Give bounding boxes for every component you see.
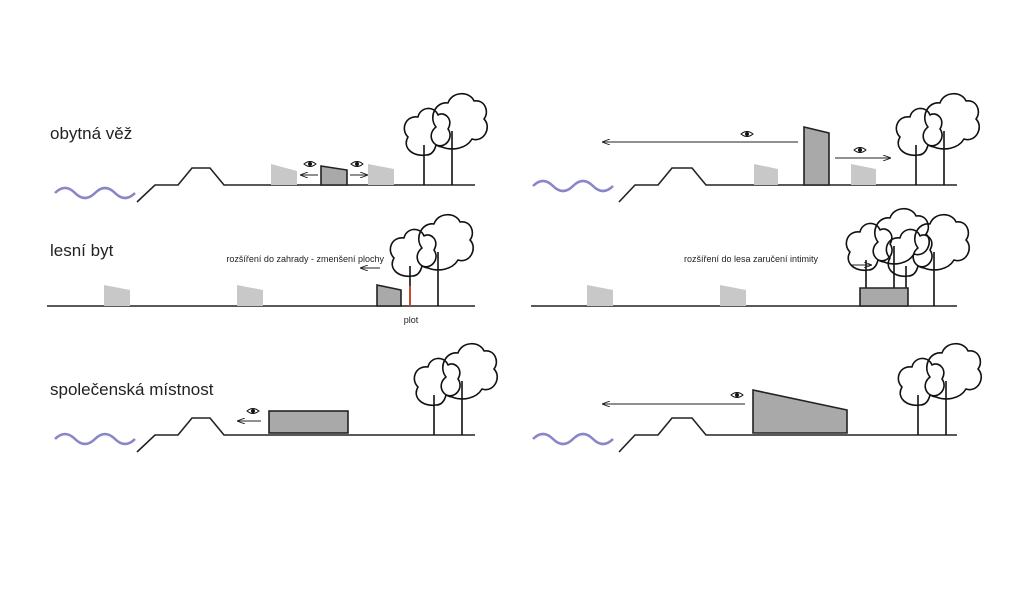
- building-block: [376, 284, 402, 307]
- panel-common-before: [54, 342, 499, 453]
- tree-group: [403, 92, 489, 186]
- neighbor-building: [104, 285, 130, 306]
- row-title-tower: obytná věž: [50, 124, 132, 143]
- eye-icon: [853, 147, 867, 153]
- tree-group: [895, 92, 981, 186]
- ground-line: [136, 417, 475, 453]
- neighbor-building: [237, 285, 263, 306]
- tower-building: [803, 125, 830, 186]
- ground-line: [618, 417, 957, 453]
- tree-group: [413, 342, 499, 436]
- ground-line: [136, 167, 475, 203]
- water-wave-icon: [54, 186, 136, 200]
- annotation-forest: rozšíření do lesa zaručení intimity: [684, 254, 819, 264]
- building-block: [320, 165, 348, 186]
- neighbor-building: [368, 164, 394, 185]
- panel-common-after: [532, 342, 983, 453]
- annotation-garden: rozšíření do zahrady - zmenšení plochy: [226, 254, 384, 264]
- neighbor-building: [851, 164, 876, 185]
- tree-group: [897, 342, 983, 436]
- eye-icon: [350, 161, 364, 167]
- neighbor-building: [271, 164, 297, 185]
- forest-building: [859, 287, 909, 307]
- water-wave-icon: [532, 432, 614, 446]
- eye-icon: [246, 408, 260, 414]
- tree-group: [389, 213, 475, 307]
- water-wave-icon: [532, 179, 614, 193]
- common-room-building: [752, 389, 848, 434]
- panel-tower-after: [532, 92, 981, 203]
- panel-forest-before: rozšíření do zahrady - zmenšení plochy p…: [47, 213, 475, 325]
- common-room-building: [268, 410, 349, 434]
- row-title-common-room: společenská místnost: [50, 380, 214, 399]
- water-wave-icon: [54, 432, 136, 446]
- neighbor-building: [754, 164, 778, 185]
- eye-icon: [740, 131, 754, 137]
- eye-icon: [303, 161, 317, 167]
- row-title-forest: lesní byt: [50, 241, 114, 260]
- neighbor-building: [720, 285, 746, 306]
- neighbor-building: [587, 285, 613, 306]
- panel-forest-after: rozšíření do lesa zaručení intimity: [531, 207, 971, 307]
- ground-line: [618, 167, 957, 203]
- eye-icon: [730, 392, 744, 398]
- panel-tower-before: [54, 92, 489, 203]
- fence-label: plot: [404, 315, 419, 325]
